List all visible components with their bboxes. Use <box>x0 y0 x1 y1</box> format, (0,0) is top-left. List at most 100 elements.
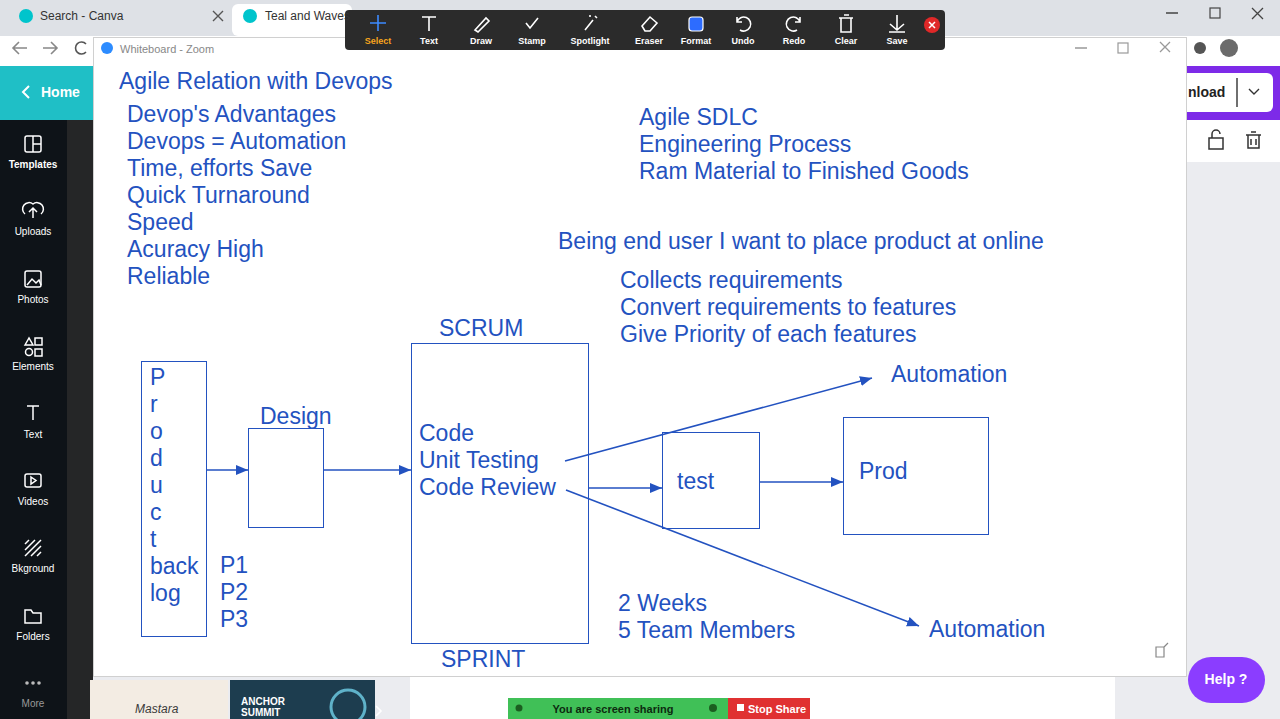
help-button-text: Help ? <box>1205 671 1248 688</box>
stop-share-text: Stop Share <box>748 702 806 716</box>
tab-title: Teal and Waves <box>265 9 350 24</box>
advantage-item: Reliable <box>127 263 210 289</box>
nav-arrows <box>13 42 57 54</box>
automation-label: Automation <box>891 361 1007 387</box>
node-text: SCRUM <box>439 315 523 341</box>
automation-arrow <box>565 378 872 461</box>
priority-label: P3 <box>220 606 248 632</box>
toolbar-close <box>924 17 940 33</box>
design-box: Design <box>248 428 324 528</box>
node-text: SPRINT <box>441 646 525 672</box>
reload-icon <box>76 42 86 54</box>
canva-side-panel <box>67 120 93 719</box>
node-text: Code <box>419 420 474 446</box>
advantage-item: Devop's Advantages <box>127 101 336 127</box>
flow-arrow <box>207 469 248 471</box>
back-chevron <box>23 86 29 98</box>
user-story: Being end user I want to place product a… <box>558 228 1044 254</box>
template-thumb <box>90 680 228 719</box>
tab-icon <box>19 9 33 23</box>
toolbar-label: Redo <box>783 35 806 47</box>
node-text: P r o d u c t back log <box>150 364 202 607</box>
rail-label: Text <box>24 428 42 441</box>
rail-label: Elements <box>12 360 54 373</box>
rail-label: Templates <box>9 158 58 171</box>
share-bar <box>508 698 728 719</box>
board-window-controls <box>1075 42 1170 52</box>
extension-icon <box>1194 42 1206 54</box>
stop-icon <box>737 704 744 711</box>
toolbar-close-x <box>929 22 935 28</box>
rail-label: More <box>22 697 45 710</box>
canva-workspace <box>1187 162 1280 719</box>
step-text: Convert requirements to features <box>620 294 956 320</box>
canva-top-bar <box>1187 66 1280 120</box>
share-icon <box>516 705 523 712</box>
advantage-item: Devops = Automation <box>127 128 346 154</box>
rail-label: Bkground <box>12 562 55 575</box>
automation-label: Automation <box>929 616 1045 642</box>
stop-share-bar <box>728 698 810 719</box>
rail-label: Videos <box>18 495 48 508</box>
sprint-note: 2 Weeks <box>618 590 707 616</box>
wheel-figure <box>331 690 365 719</box>
help-button <box>1188 657 1265 703</box>
thumb-title: ANCHOR SUMMIT <box>241 696 319 718</box>
toolbar-label: Draw <box>470 35 492 47</box>
canva-side-rail <box>0 120 67 719</box>
nav-home: Home <box>41 84 80 101</box>
node-text: Unit Testing <box>419 447 539 473</box>
trash-icon <box>1246 132 1261 148</box>
tab-icon <box>243 9 257 23</box>
lock-icon <box>1209 130 1223 149</box>
toolbar-label: Undo <box>732 35 755 47</box>
step-text: Give Priority of each features <box>620 321 917 347</box>
board-title: Agile Relation with Devops <box>119 68 393 94</box>
toolbar-label: Text <box>420 35 438 47</box>
rail-label: Photos <box>17 293 48 306</box>
format-swatch <box>689 17 703 31</box>
board-maximize <box>1118 43 1128 53</box>
node-text: test <box>677 468 714 494</box>
template-thumb <box>230 680 375 719</box>
sprint-note: 5 Team Members <box>618 617 795 643</box>
toolbar-label: Format <box>681 35 712 47</box>
window-title: Whiteboard - Zoom <box>120 42 214 56</box>
toolbar-bg <box>345 10 945 50</box>
node-text: Prod <box>859 458 908 484</box>
tab-strip <box>0 0 1280 36</box>
toolbar-label: Stamp <box>518 35 546 47</box>
shield-icon <box>709 704 717 712</box>
advantage-item: Acuracy High <box>127 236 264 262</box>
toolbar-label: Spotlight <box>571 35 610 47</box>
zoom-icon <box>101 42 113 54</box>
automation-arrow <box>566 490 919 626</box>
rail-label: Folders <box>16 630 49 643</box>
canva-toolbar <box>1187 120 1280 162</box>
window-controls <box>1166 8 1263 19</box>
toolbar-label: Clear <box>835 35 858 47</box>
download-divider <box>1237 78 1259 107</box>
backlog-box: P r o d u c t back log <box>141 361 207 637</box>
window-restore <box>1210 8 1220 18</box>
tab-close <box>213 11 223 21</box>
priority-label: P2 <box>220 579 248 605</box>
corner-icon <box>1156 643 1168 657</box>
note-text: Agile SDLC <box>639 104 758 130</box>
toolbar-label: Save <box>886 35 907 47</box>
thumb-title: Mastara <box>135 702 178 717</box>
profile-avatar <box>1220 39 1238 57</box>
step-text: Collects requirements <box>620 267 842 293</box>
node-text: Design <box>260 403 332 429</box>
canva-home-header <box>0 66 93 120</box>
node-text: Code Review <box>419 474 556 500</box>
rail-label: Uploads <box>15 225 52 238</box>
thumb-arrow <box>376 706 381 716</box>
flow-arrow <box>324 469 411 471</box>
rail-icons <box>23 136 44 623</box>
toolbar-label: Select <box>365 35 392 47</box>
more-dots <box>25 681 41 685</box>
advantage-item: Quick Turnaround <box>127 182 310 208</box>
sprint-box: SCRUMCodeUnit TestingCode ReviewSPRINT <box>411 343 589 644</box>
canva-page <box>410 677 1115 719</box>
